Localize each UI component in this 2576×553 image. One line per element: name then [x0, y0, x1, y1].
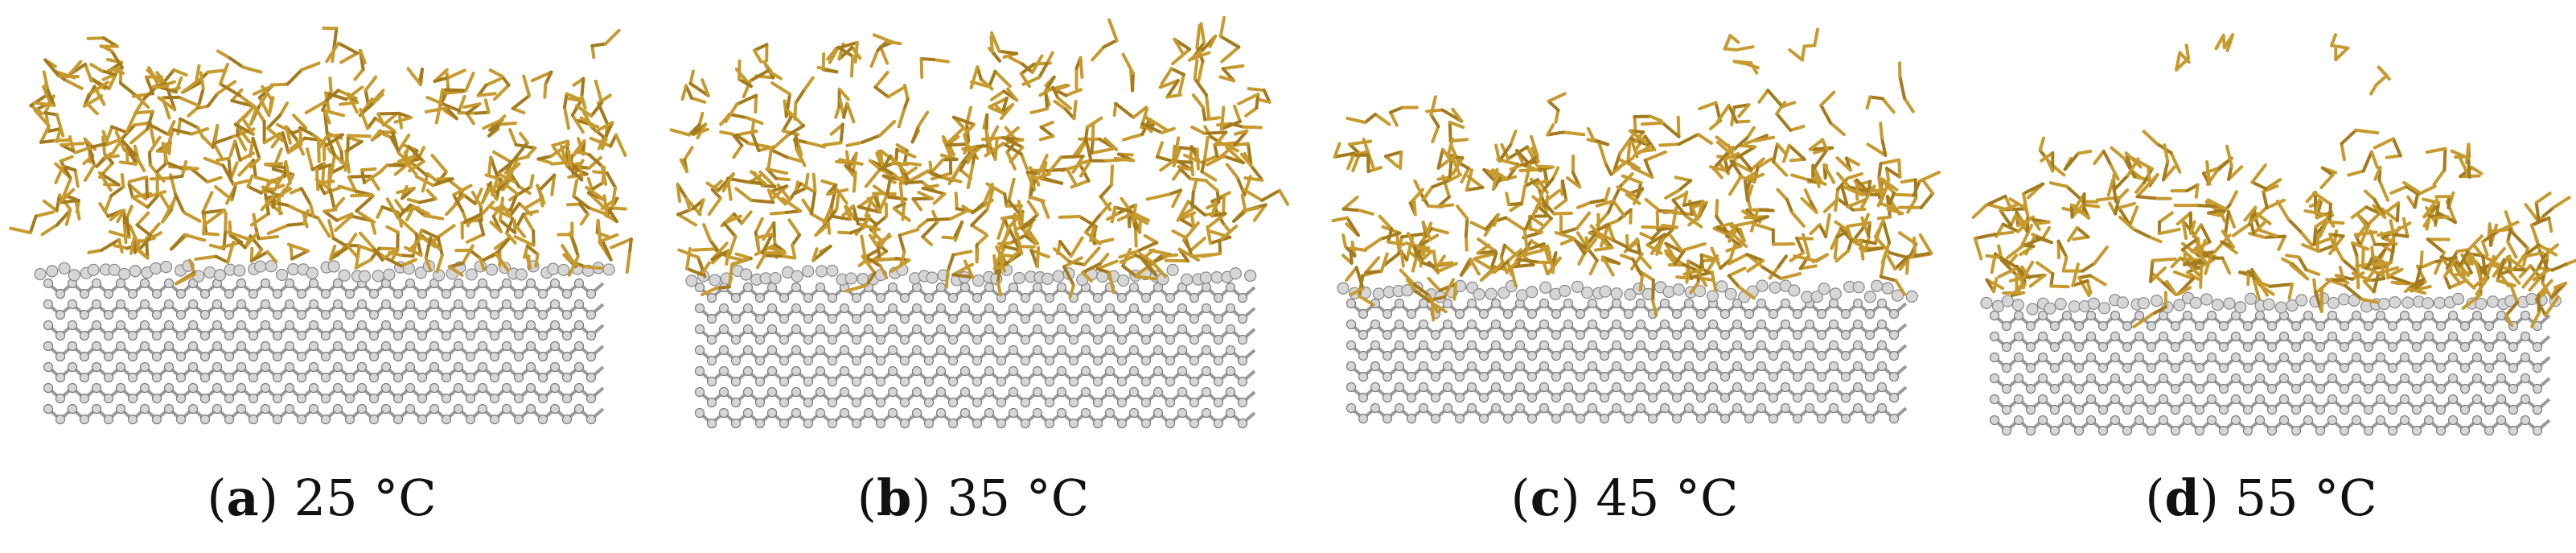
panel-a: (a) 25 °C [0, 0, 643, 553]
panel-d: (d) 55 °C [1946, 0, 2576, 553]
simulation-snapshot-c [1331, 27, 1941, 424]
silica-surface [34, 259, 615, 425]
caption-b: (b) 35 °C [857, 468, 1090, 527]
simulation-snapshot-d [1971, 33, 2576, 436]
silica-surface [685, 263, 1257, 429]
adsorbed-molecules [1971, 33, 2576, 328]
caption-d: (d) 55 °C [2145, 468, 2377, 527]
silica-surface [1337, 279, 1918, 424]
caption-c: (c) 45 °C [1510, 468, 1739, 527]
panel-b: (b) 35 °C [643, 0, 1303, 553]
adsorbed-molecules [1331, 27, 1941, 322]
caption-a: (a) 25 °C [207, 468, 437, 527]
adsorbed-molecules [669, 15, 1290, 299]
adsorbed-molecules [9, 27, 633, 286]
panel-c: (c) 45 °C [1303, 0, 1946, 553]
simulation-snapshot-b [669, 15, 1290, 429]
silica-surface [1980, 291, 2562, 436]
simulation-snapshot-a [9, 27, 633, 425]
